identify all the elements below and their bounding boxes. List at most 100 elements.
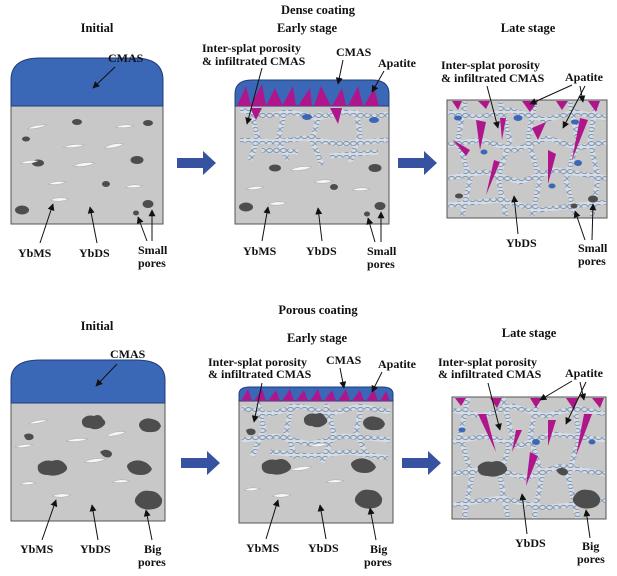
porous-early-pores-label-line2: pores	[364, 555, 392, 569]
porous-late-ybds-label: YbDS	[515, 536, 546, 550]
dense-initial-ybms-grains	[19, 124, 144, 202]
porous-early-splat-pointer	[251, 382, 263, 423]
porous-initial-pores-label-line1: Big	[144, 542, 161, 556]
dense-late-splat-label-line2: & infiltrated CMAS	[441, 71, 545, 85]
porous-coating-title: Porous coating	[278, 303, 358, 317]
porous-late-pores	[477, 461, 601, 509]
dense-early-apatite-pointer	[371, 70, 385, 93]
porous-process-arrow-2	[402, 451, 441, 475]
porous-early-apatite-label: Apatite	[378, 357, 417, 371]
porous-initial-ybds-label: YbDS	[80, 542, 111, 556]
dense-early-splat-label-line2: & infiltrated CMAS	[202, 54, 306, 68]
dense-late-apatite-pointer-a	[529, 84, 573, 105]
dense-early-pores-pointer-a	[366, 217, 376, 243]
porous-early-pores-pointer	[367, 507, 377, 541]
porous-early-panel: Early stage	[208, 331, 417, 569]
dense-late-pores-label-line1: Small	[578, 241, 608, 255]
porous-initial-ybms-label: YbMS	[20, 542, 54, 556]
porous-initial-pores	[24, 415, 163, 510]
dense-early-coating-body	[234, 105, 390, 225]
porous-early-splat-network	[241, 401, 391, 463]
porous-early-apatite-pointer	[371, 371, 383, 393]
dense-late-apatite-pointer-b	[578, 85, 586, 103]
dense-early-pores-label-line2: pores	[367, 257, 395, 271]
dense-early-apatite-crystals	[237, 84, 379, 124]
porous-early-pores	[246, 413, 385, 509]
porous-initial-cmas-label: CMAS	[110, 347, 146, 361]
porous-initial-cmas-layer	[10, 359, 166, 404]
porous-late-apatite-crystals	[455, 398, 604, 486]
dense-initial-cmas-pointer	[92, 66, 116, 89]
dense-late-apatite-crystals	[452, 101, 600, 195]
porous-early-ybds-pointer	[317, 504, 327, 540]
dense-early-ybms-grains	[245, 166, 371, 206]
dense-early-cmas-filled-pores	[302, 114, 379, 123]
porous-coating-section: Porous coating Initial CMAS	[10, 303, 607, 569]
dense-initial-ybms-pointer	[39, 203, 55, 244]
porous-late-pores-label-line1: Big	[582, 539, 599, 553]
dense-early-pores-label-line1: Small	[367, 244, 397, 258]
porous-late-panel: Late stage	[438, 326, 607, 566]
dense-initial-ybds-label: YbDS	[79, 246, 110, 260]
dense-late-panel: Late stage	[441, 21, 608, 268]
dense-early-cmas-pointer	[335, 59, 344, 85]
porous-late-apatite-pointer-c	[565, 381, 587, 425]
porous-early-ybms-pointer	[265, 499, 280, 540]
dense-late-stage-label: Late stage	[501, 21, 556, 35]
porous-early-splat-label-line2: & infiltrated CMAS	[208, 367, 312, 381]
dense-early-ybms-label: YbMS	[243, 244, 277, 258]
dense-late-ybds-label: YbDS	[506, 236, 537, 250]
dense-early-apatite-label: Apatite	[378, 56, 417, 70]
dense-process-arrow-2	[398, 151, 437, 175]
dense-late-pores-label-line2: pores	[578, 254, 606, 268]
porous-late-cmas-filled-pores	[458, 427, 596, 445]
porous-early-stage-label: Early stage	[287, 331, 348, 345]
dense-late-apatite-pointer-c	[562, 85, 586, 129]
dense-late-pores-pointer-b	[589, 203, 597, 241]
dense-late-pores	[455, 193, 598, 209]
dense-initial-stage-label: Initial	[81, 21, 114, 35]
dense-initial-panel: Initial CMAS	[10, 21, 168, 270]
dense-initial-cmas-layer	[10, 57, 164, 107]
porous-late-ybds-pointer	[519, 493, 528, 535]
porous-early-ybds-label: YbDS	[308, 541, 339, 555]
dense-early-splat-label-line1: Inter-splat porosity	[202, 41, 301, 55]
porous-early-pores-label-line1: Big	[370, 542, 387, 556]
porous-late-splat-label-line2: & infiltrated CMAS	[438, 367, 542, 381]
porous-initial-stage-label: Initial	[81, 319, 114, 333]
dense-initial-ybds-pointer	[87, 206, 98, 244]
porous-late-splat-label-line1: Inter-splat porosity	[438, 355, 537, 369]
dense-late-splat-label-line1: Inter-splat porosity	[441, 58, 540, 72]
dense-initial-pores-label-line1: Small	[138, 243, 168, 257]
dense-late-splat-pointer	[486, 85, 500, 129]
dense-early-ybds-pointer	[315, 207, 323, 242]
dense-initial-pores-pointer-a	[136, 216, 148, 242]
porous-late-splat-pointer	[487, 382, 502, 431]
dense-late-ybds-pointer	[511, 195, 519, 235]
porous-initial-ybms-pointer	[41, 499, 58, 541]
porous-late-stage-label: Late stage	[502, 326, 557, 340]
porous-early-cmas-label: CMAS	[326, 353, 362, 367]
dense-early-cmas-label: CMAS	[336, 45, 372, 59]
porous-initial-panel: Initial CMAS	[10, 319, 166, 569]
porous-late-pores-pointer	[583, 509, 591, 539]
porous-early-cmas-pointer	[339, 367, 347, 389]
dense-early-stage-label: Early stage	[277, 21, 338, 35]
porous-late-pores-label-line2: pores	[577, 552, 605, 566]
dense-early-splat-network	[239, 107, 389, 166]
porous-process-arrow-1	[181, 451, 220, 475]
porous-initial-ybms-grains	[14, 419, 131, 498]
dense-early-ybds-label: YbDS	[306, 244, 337, 258]
porous-early-ybms-label: YbMS	[246, 541, 280, 555]
dense-early-pores	[239, 164, 386, 217]
dense-initial-ybms-label: YbMS	[18, 246, 52, 260]
porous-early-ybms-grains	[243, 443, 345, 498]
porous-initial-ybds-pointer	[89, 504, 99, 541]
dense-late-pores-pointer-a	[573, 210, 586, 241]
dense-early-splat-pointer	[245, 67, 263, 125]
porous-late-apatite-pointer-a	[539, 380, 573, 401]
porous-early-splat-label-line1: Inter-splat porosity	[208, 355, 307, 369]
dense-initial-cmas-label: CMAS	[108, 51, 144, 65]
porous-initial-cmas-pointer	[95, 363, 118, 387]
